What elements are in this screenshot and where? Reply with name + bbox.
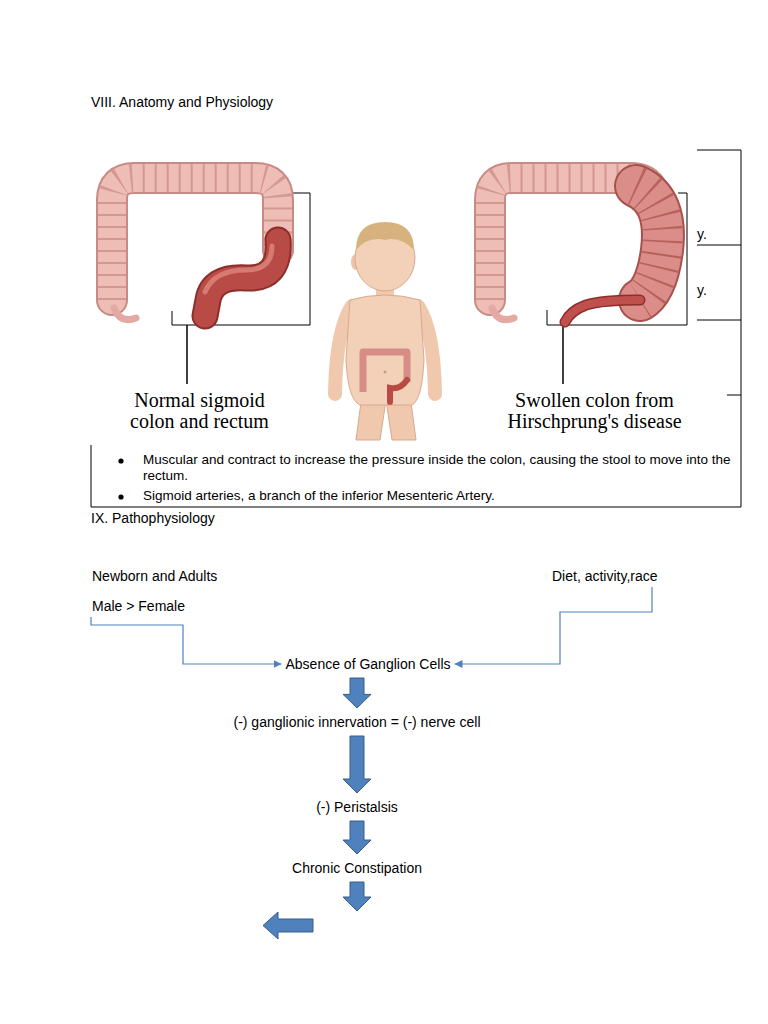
narrow-outline [565,300,640,322]
bullet-text: Muscular and contract to increase the pr… [143,452,733,484]
flow-step: Chronic Constipation [289,857,425,879]
hair [356,222,414,250]
flow-arrow [343,678,371,708]
flow-arrow [343,736,371,793]
normal-colon [112,178,278,320]
appendix [114,308,136,320]
leader-line [562,325,564,384]
torso [346,295,424,405]
flow-step: Absence of Ganglion Cells [283,653,454,675]
bullet-dot [118,458,123,463]
appendix [492,308,514,320]
block-arrow [343,882,371,911]
section-heading: IX. Pathophysiology [91,510,215,526]
bullet-dot [118,494,123,499]
sigmoid-outline [205,240,278,316]
sigmoid-rectum [205,240,278,316]
narrow-rectum [565,300,640,322]
navel [384,371,387,374]
flow-text: Chronic Constipation [292,859,422,877]
cut-text: y. [697,226,707,242]
bullet-text: Sigmoid arteries, a branch of the inferi… [143,488,733,504]
flow-arrow [343,821,371,854]
flow-arrow [455,587,653,664]
frame-line [91,150,741,507]
block-arrow [263,912,313,939]
mini-rectum [390,380,407,402]
flow-text: Newborn and Adults [92,567,217,585]
section-heading: VIII. Anatomy and Physiology [91,94,273,110]
flow-step: (-) ganglionic innervation = (-) nerve c… [230,711,483,733]
flow-arrow [91,617,282,664]
swollen-body [636,186,663,300]
swollen-outline [636,186,663,300]
sigmoid-shine [205,246,272,292]
flow-step: Diet, activity,race [549,565,661,587]
figure-caption: Normal sigmoid colon and rectum [112,390,287,432]
swollen-colon [490,178,663,322]
child-figure [335,222,435,440]
flow-step: Newborn and AdultsMale > Female [89,565,220,617]
flow-text: Diet, activity,race [552,567,658,585]
leader-line [186,325,188,384]
frame-tick [697,245,741,395]
cut-text: y. [697,282,707,298]
flow-text: (-) ganglionic innervation = (-) nerve c… [233,713,480,731]
flow-step: (-) Peristalsis [313,796,401,818]
flow-text: Absence of Ganglion Cells [286,655,451,673]
flow-text: (-) Peristalsis [316,798,398,816]
flow-text: Male > Female [92,597,217,615]
figure-caption: Swollen colon from Hirschprung's disease [492,390,697,432]
swollen-haustra [636,186,663,300]
